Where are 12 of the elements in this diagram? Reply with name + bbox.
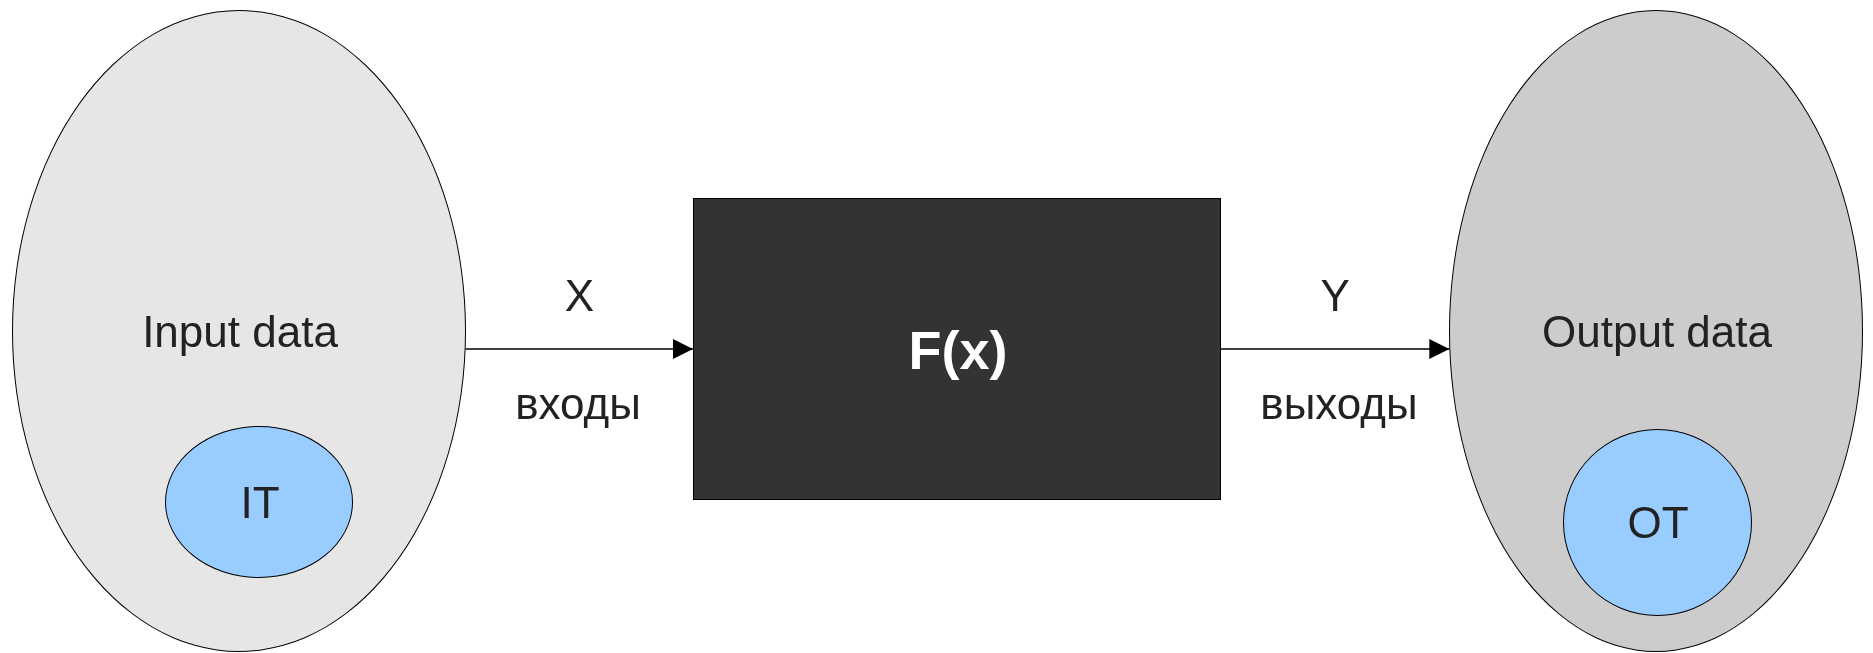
- edge-label: X: [564, 271, 594, 321]
- edge-caption: выходы: [1260, 379, 1418, 429]
- node-label: F(x): [908, 319, 1008, 381]
- edge-caption: входы: [515, 379, 641, 429]
- node-label: OT: [1627, 498, 1689, 548]
- arrow: [1220, 339, 1450, 359]
- node-label: Input data: [142, 307, 338, 357]
- edge-label: Y: [1320, 271, 1350, 321]
- node-label: IT: [240, 478, 280, 528]
- function-box: [693, 198, 1221, 500]
- arrow: [465, 339, 694, 359]
- node-label: Output data: [1542, 307, 1772, 357]
